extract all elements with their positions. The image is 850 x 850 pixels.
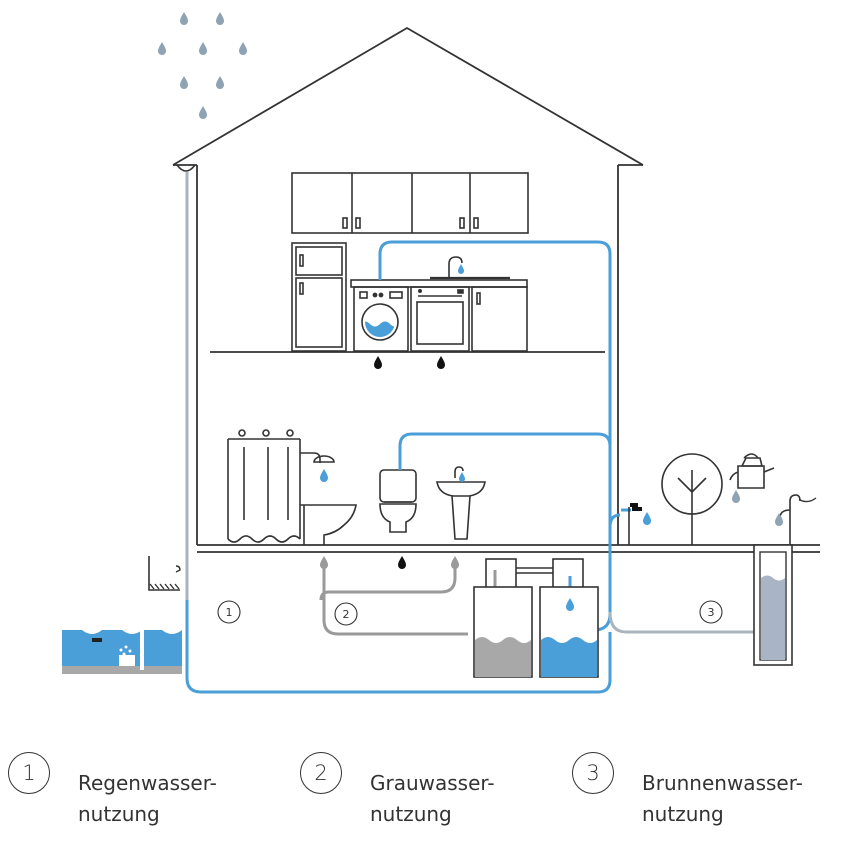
tree-icon <box>661 453 723 545</box>
legend-label-line1: Grauwasser- <box>370 771 495 795</box>
washing-machine-drum <box>361 303 399 341</box>
outdoor-tap-icon <box>628 503 651 545</box>
legend-number-1: 1 <box>8 752 50 794</box>
pipe-marker-1: 1 <box>217 600 241 624</box>
legend-label-line2: nutzung <box>370 802 452 826</box>
legend-label-wellwater: Brunnenwasser- nutzung <box>642 768 803 830</box>
kitchen-counter <box>350 276 528 352</box>
treated-water-cistern <box>539 558 599 678</box>
kitchen-faucet-icon <box>448 256 464 277</box>
svg-text:2: 2 <box>343 608 350 621</box>
drain-inlet <box>148 556 181 591</box>
pipe-marker-2: 2 <box>334 602 358 626</box>
fridge <box>291 242 347 352</box>
legend-number-2: 2 <box>300 752 342 794</box>
freshwater-pipes <box>185 240 631 694</box>
kitchen-drain-drops <box>374 356 445 369</box>
well-tap-drop <box>775 513 783 526</box>
legend-label-greywater: Grauwasser- nutzung <box>370 768 495 830</box>
basin-drop-icon <box>459 472 465 482</box>
legend-label-line2: nutzung <box>78 802 160 826</box>
legend-label-line1: Brunnenwasser- <box>642 771 803 795</box>
svg-text:3: 3 <box>708 606 715 619</box>
rain-gutter-downpipe <box>176 164 196 600</box>
legend-label-line1: Regenwasser- <box>78 771 217 795</box>
watering-can-icon <box>729 453 775 489</box>
greywater-cistern <box>473 558 533 678</box>
rain-collection-basin <box>62 626 182 674</box>
svg-text:1: 1 <box>226 606 233 619</box>
shower-drop-icon <box>320 469 328 482</box>
well <box>753 494 817 666</box>
legend-label-line2: nutzung <box>642 802 724 826</box>
kitchen-upper-cabinets <box>291 172 529 234</box>
pipe-marker-3: 3 <box>699 600 723 624</box>
watering-can-drop <box>732 490 740 503</box>
legend-label-rainwater: Regenwasser- nutzung <box>78 768 217 830</box>
cistern-connector <box>516 567 553 574</box>
legend-number-3: 3 <box>572 752 614 794</box>
washbasin <box>436 466 486 540</box>
shower-curtain-bathtub <box>227 429 357 545</box>
house-outline <box>172 26 820 553</box>
bathroom-drain-drops <box>320 556 459 569</box>
well-water-pipe <box>608 611 762 634</box>
rain-drops <box>158 12 247 119</box>
toilet <box>379 469 417 533</box>
